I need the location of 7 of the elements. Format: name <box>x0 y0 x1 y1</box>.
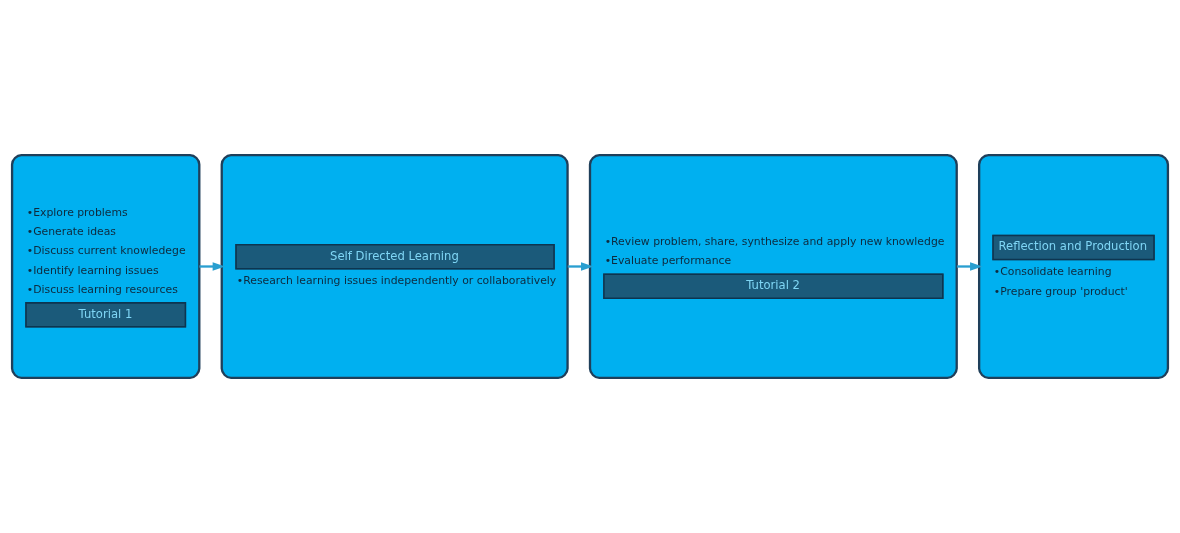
node-box: •Explore problems •Generate ideas •Discuss current knowledege •Identify learning issues •Discuss learning resources Tutorial 1 <box>10 153 201 380</box>
node-box: Self Directed Learning •Research learning issues independently or collaboratively <box>220 153 569 380</box>
arrow <box>567 262 594 271</box>
node-box: Reflection and Production •Consolidate learning •Prepare group 'product' <box>978 153 1170 380</box>
node-box: •Review problem, share, synthesize and apply new knowledge •Evaluate performance Tutorial 2 <box>588 153 958 380</box>
arrow <box>199 262 226 271</box>
arrow <box>956 262 983 271</box>
